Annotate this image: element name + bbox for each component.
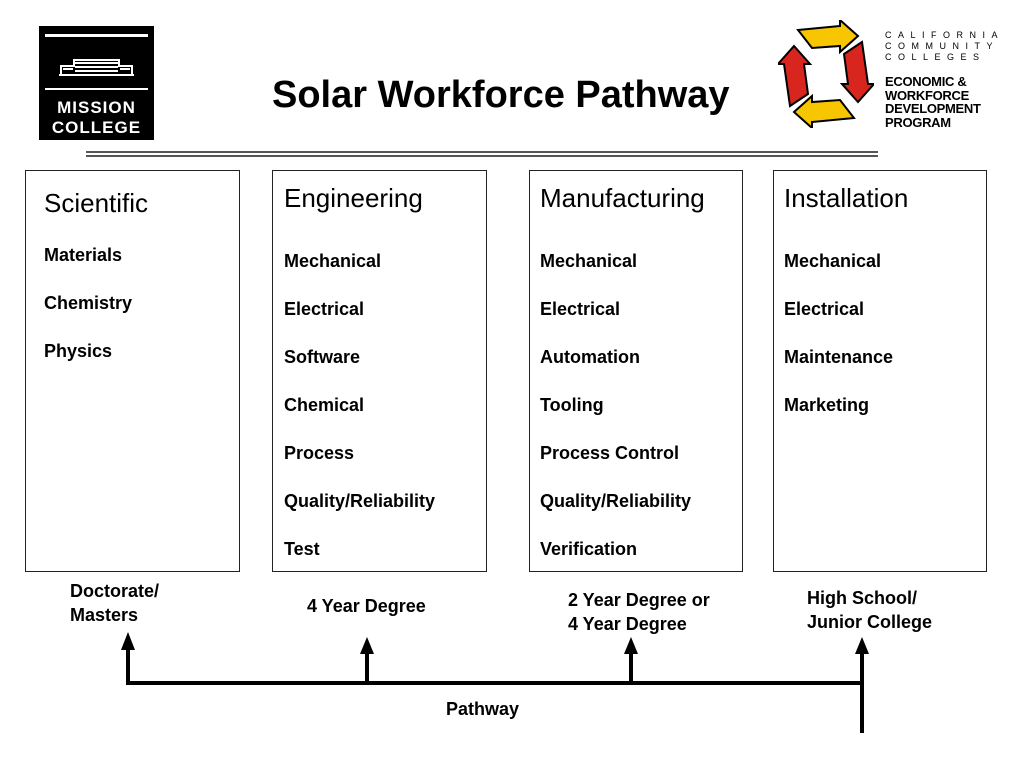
column-item: Electrical <box>284 299 365 319</box>
column-item: Mechanical <box>784 251 882 271</box>
column-item: Materials <box>44 245 123 265</box>
column-box-engineering: Engineering Mechanical Electrical Softwa… <box>272 170 487 572</box>
logo-line-2: COLLEGE <box>51 118 142 137</box>
program-name: ECONOMIC & WORKFORCE DEVELOPMENT PROGRAM <box>885 75 981 129</box>
level-label-doctorate: Doctorate/ Masters <box>70 579 159 627</box>
column-item: Verification <box>540 539 638 559</box>
column-item: Quality/Reliability <box>284 491 436 511</box>
level-line: Junior College <box>807 612 933 632</box>
column-box-manufacturing: Manufacturing Mechanical Electrical Auto… <box>529 170 743 572</box>
column-item: Software <box>284 347 361 367</box>
program-line-1: ECONOMIC & <box>885 74 967 89</box>
arrow-up-icon <box>624 637 638 654</box>
level-line: High School/ <box>807 588 917 608</box>
level-line: 2 Year Degree or <box>568 590 710 610</box>
column-item: Chemistry <box>44 293 133 313</box>
level-line: Masters <box>70 605 139 625</box>
column-item: Test <box>284 539 320 559</box>
arrow-up-icon <box>360 637 374 654</box>
ccc-word-3: COLLEGES <box>885 52 986 62</box>
level-label-2year: 2 Year Degree or 4 Year Degree <box>568 588 710 636</box>
arrow-up-icon <box>855 637 869 654</box>
ccc-word-2: COMMUNITY <box>885 41 999 51</box>
program-line-2: WORKFORCE <box>885 87 969 103</box>
column-item: Marketing <box>784 395 870 415</box>
program-line-3: DEVELOPMENT <box>885 101 981 116</box>
level-line: 4 Year Degree <box>568 614 687 634</box>
column-item: Electrical <box>540 299 621 319</box>
column-title: Engineering <box>284 183 423 213</box>
column-item: Maintenance <box>784 347 894 367</box>
column-item: Process Control <box>540 443 680 463</box>
page-title: Solar Workforce Pathway <box>272 74 730 116</box>
column-item: Electrical <box>784 299 865 319</box>
column-item: Quality/Reliability <box>540 491 692 511</box>
column-box-scientific: Scientific Materials Chemistry Physics <box>25 170 240 572</box>
column-item: Process <box>284 443 355 463</box>
level-line: Doctorate/ <box>70 581 160 601</box>
level-label-high-school: High School/ Junior College <box>807 586 932 634</box>
level-label-4year: 4 Year Degree <box>307 594 426 618</box>
column-item: Chemical <box>284 395 365 415</box>
arrow-up-icon <box>121 632 135 650</box>
level-line: 4 Year Degree <box>307 596 426 616</box>
column-item: Mechanical <box>540 251 638 271</box>
header-divider <box>86 151 878 157</box>
ccc-wordmark: CALIFORNIA COMMUNITY COLLEGES <box>885 30 1004 63</box>
column-title: Installation <box>784 183 909 213</box>
column-item: Automation <box>540 347 640 367</box>
building-icon <box>45 34 148 90</box>
column-title: Scientific <box>44 188 149 218</box>
column-item: Physics <box>44 341 113 361</box>
pathway-label: Pathway <box>446 699 520 719</box>
mission-college-logo: MISSION COLLEGE <box>39 26 154 140</box>
column-box-installation: Installation Mechanical Electrical Maint… <box>773 170 987 572</box>
program-line-4: PROGRAM <box>885 114 951 130</box>
ccc-arrows-icon <box>778 20 874 128</box>
column-title: Manufacturing <box>540 183 705 213</box>
column-item: Tooling <box>540 395 604 415</box>
logo-line-1: MISSION <box>57 98 136 117</box>
column-item: Mechanical <box>284 251 382 271</box>
ccc-word-1: CALIFORNIA <box>885 30 1005 40</box>
